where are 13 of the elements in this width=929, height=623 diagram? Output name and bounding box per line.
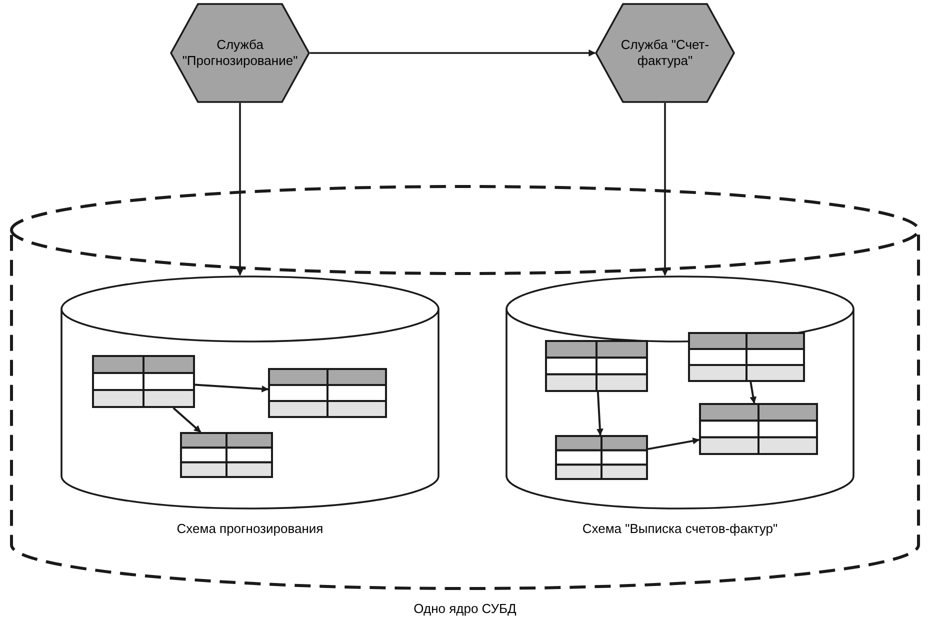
arrow [172,407,202,433]
arrow [648,437,700,450]
arrow [310,50,596,56]
arrow [662,103,668,276]
schema-label: Схема прогнозирования [176,520,324,537]
service-label: Служба "Счет-фактура" [620,36,710,70]
arrow [750,382,757,404]
arrow [194,384,269,392]
service-label: Служба "Прогнозирование" [182,36,298,70]
database-engine-label: Одно ядро СУБД [414,600,516,617]
arrow [236,103,244,276]
arrow [596,392,604,436]
schema-label: Схема "Выписка счетов-фактур" [582,520,778,537]
